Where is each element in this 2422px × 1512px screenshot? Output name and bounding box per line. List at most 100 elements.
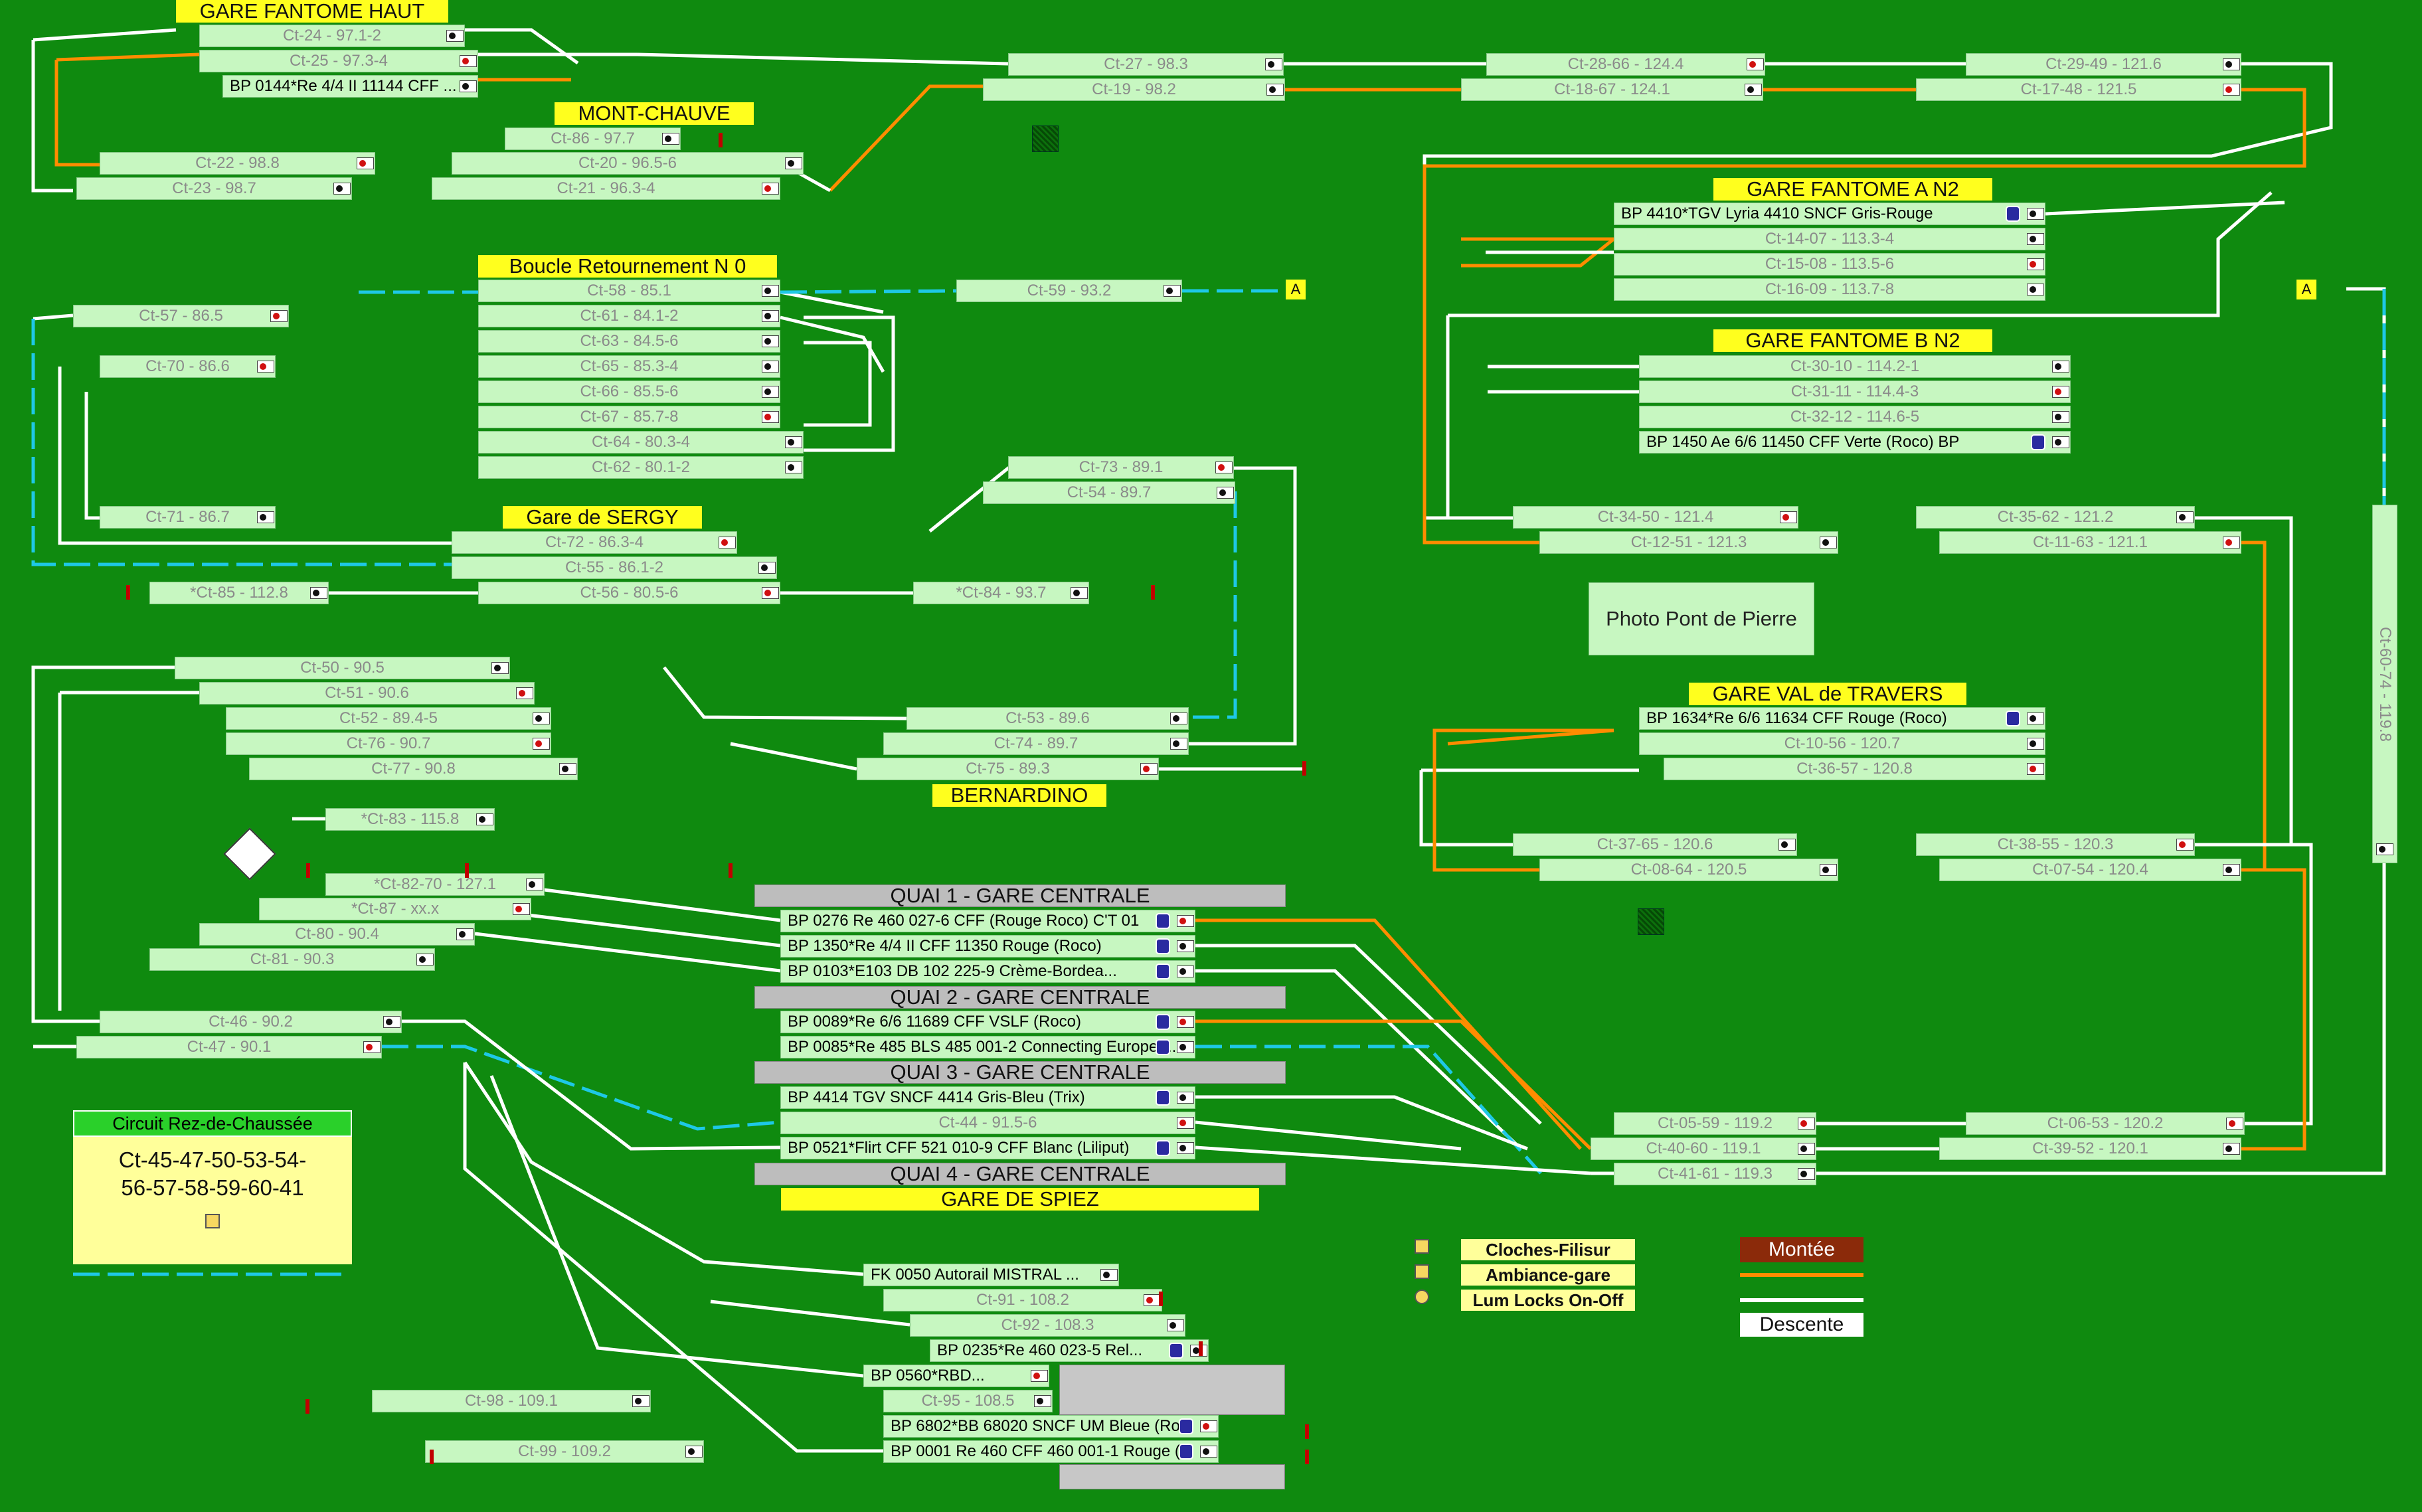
signal-icon[interactable]	[1820, 864, 1837, 876]
track-block[interactable]: Ct-06-53 - 120.2	[1966, 1112, 2245, 1135]
track-block[interactable]: *Ct-83 - 115.8	[325, 808, 495, 831]
track-block[interactable]: Ct-24 - 97.1-2	[199, 25, 465, 47]
marker-a-left[interactable]: A	[1286, 280, 1306, 299]
track-block[interactable]: Ct-63 - 84.5-6	[478, 330, 780, 353]
signal-icon[interactable]	[460, 55, 477, 67]
locomotive-icon[interactable]	[1156, 1140, 1170, 1156]
track-block[interactable]: Ct-23 - 98.7	[76, 177, 352, 200]
track-block[interactable]: Ct-46 - 90.2	[100, 1011, 402, 1033]
signal-icon[interactable]	[1170, 713, 1187, 724]
track-block[interactable]: Ct-37-65 - 120.6	[1513, 833, 1797, 856]
signal-icon[interactable]	[2052, 436, 2069, 448]
track-block[interactable]: Ct-50 - 90.5	[175, 657, 510, 679]
track-block[interactable]: Ct-20 - 96.5-6	[452, 152, 804, 175]
signal-icon[interactable]	[416, 954, 434, 966]
track-block[interactable]: Ct-60-74 - 119.8	[2372, 505, 2397, 863]
track-block[interactable]: Ct-73 - 89.1	[1008, 456, 1234, 479]
signal-icon[interactable]	[762, 335, 779, 347]
signal-icon[interactable]	[2223, 58, 2240, 70]
signal-icon[interactable]	[1144, 1294, 1161, 1306]
track-block[interactable]: Ct-77 - 90.8	[249, 758, 578, 780]
signal-icon[interactable]	[2027, 208, 2044, 220]
track-block[interactable]: Ct-27 - 98.3	[1008, 53, 1284, 76]
track-block[interactable]: Ct-32-12 - 114.6-5	[1639, 406, 2071, 428]
signal-icon[interactable]	[1798, 1168, 1815, 1180]
track-block[interactable]: Ct-75 - 89.3	[857, 758, 1159, 780]
track-block[interactable]: Ct-76 - 90.7	[226, 732, 551, 755]
signal-icon[interactable]	[476, 813, 493, 825]
signal-icon[interactable]	[1100, 1269, 1118, 1281]
locomotive-icon[interactable]	[1179, 1418, 1193, 1434]
locomotive-icon[interactable]	[1179, 1444, 1193, 1460]
locomotive-icon[interactable]	[1156, 1039, 1170, 1055]
signal-icon[interactable]	[270, 310, 288, 322]
track-block[interactable]: *Ct-87 - xx.x	[259, 898, 531, 920]
signal-icon[interactable]	[1177, 1016, 1194, 1028]
signal-icon[interactable]	[491, 662, 509, 674]
occupied-block[interactable]: BP 0521*Flirt CFF 521 010-9 CFF Blanc (L…	[780, 1137, 1195, 1159]
photo-pont-de-pierre-button[interactable]: Photo Pont de Pierre	[1589, 582, 1814, 655]
track-block[interactable]: Ct-57 - 86.5	[73, 305, 289, 327]
signal-icon[interactable]	[2027, 284, 2044, 295]
signal-icon[interactable]	[758, 562, 776, 574]
signal-icon[interactable]	[762, 386, 779, 398]
track-block[interactable]: Ct-56 - 80.5-6	[478, 582, 780, 604]
track-block[interactable]: Ct-14-07 - 113.3-4	[1614, 228, 2045, 250]
signal-icon[interactable]	[363, 1041, 381, 1053]
signal-icon[interactable]	[2223, 84, 2240, 96]
track-block[interactable]: Ct-67 - 85.7-8	[478, 406, 780, 428]
track-block[interactable]: Ct-25 - 97.3-4	[199, 50, 478, 72]
track-block[interactable]: Ct-21 - 96.3-4	[432, 177, 780, 200]
occupied-block[interactable]: BP 0103*E103 DB 102 225-9 Crème-Bordea..…	[780, 960, 1195, 983]
signal-icon[interactable]	[1177, 1092, 1194, 1104]
track-block[interactable]: *Ct-85 - 112.8	[149, 582, 329, 604]
track-block[interactable]: Ct-71 - 86.7	[100, 506, 276, 529]
signal-icon[interactable]	[1167, 1319, 1184, 1331]
signal-icon[interactable]	[1200, 1446, 1217, 1458]
signal-icon[interactable]	[762, 285, 779, 297]
cloches-filisur-button[interactable]: Cloches-Filisur	[1461, 1239, 1635, 1260]
cloches-toggle-icon[interactable]	[1415, 1239, 1429, 1254]
occupied-block[interactable]: BP 1634*Re 6/6 11634 CFF Rouge (Roco)	[1639, 707, 2045, 730]
marker-a-right[interactable]: A	[2296, 280, 2316, 299]
signal-icon[interactable]	[1780, 511, 1797, 523]
signal-icon[interactable]	[1177, 1142, 1194, 1154]
signal-icon[interactable]	[460, 80, 477, 92]
signal-icon[interactable]	[526, 879, 543, 890]
signal-icon[interactable]	[2223, 537, 2240, 548]
track-block[interactable]: Ct-07-54 - 120.4	[1939, 859, 2241, 881]
track-block[interactable]: Ct-22 - 98.8	[100, 152, 375, 175]
signal-icon[interactable]	[257, 511, 274, 523]
track-block[interactable]: Ct-10-56 - 120.7	[1639, 732, 2045, 755]
occupied-block[interactable]: BP 0089*Re 6/6 11689 CFF VSLF (Roco)	[780, 1011, 1195, 1033]
occupied-block[interactable]: BP 4410*TGV Lyria 4410 SNCF Gris-Rouge	[1614, 203, 2045, 225]
track-block[interactable]: Ct-74 - 89.7	[883, 732, 1189, 755]
signal-icon[interactable]	[2052, 411, 2069, 423]
locomotive-icon[interactable]	[1156, 938, 1170, 954]
signal-icon[interactable]	[1798, 1143, 1815, 1155]
signal-icon[interactable]	[257, 361, 274, 373]
signal-icon[interactable]	[762, 183, 779, 195]
signal-icon[interactable]	[516, 687, 533, 699]
signal-icon[interactable]	[1217, 487, 1234, 499]
signal-icon[interactable]	[762, 411, 779, 423]
track-block[interactable]: Ct-05-59 - 119.2	[1614, 1112, 1816, 1135]
track-block[interactable]: Ct-95 - 108.5	[883, 1390, 1053, 1412]
track-block[interactable]: Ct-98 - 109.1	[372, 1390, 651, 1412]
signal-icon[interactable]	[2223, 1143, 2240, 1155]
occupied-block[interactable]: BP 0085*Re 485 BLS 485 001-2 Connecting …	[780, 1036, 1195, 1058]
occupied-block[interactable]: BP 0144*Re 4/4 II 11144 CFF ...	[222, 75, 478, 98]
track-block[interactable]: Ct-72 - 86.3-4	[452, 531, 737, 554]
occupied-block[interactable]: BP 1350*Re 4/4 II CFF 11350 Rouge (Roco)	[780, 935, 1195, 958]
occupied-block[interactable]: BP 6802*BB 68020 SNCF UM Bleue (Ro...	[883, 1415, 1219, 1438]
signal-icon[interactable]	[456, 928, 474, 940]
signal-icon[interactable]	[1071, 587, 1088, 599]
occupied-block[interactable]: BP 0276 Re 460 027-6 CFF (Rouge Roco) C'…	[780, 910, 1195, 932]
ambiance-toggle-icon[interactable]	[1415, 1264, 1429, 1279]
locomotive-icon[interactable]	[1156, 1014, 1170, 1030]
track-block[interactable]: Ct-16-09 - 113.7-8	[1614, 278, 2045, 301]
track-block[interactable]: Ct-08-64 - 120.5	[1539, 859, 1838, 881]
occupied-block[interactable]: BP 1450 Ae 6/6 11450 CFF Verte (Roco) BP	[1639, 431, 2071, 454]
signal-icon[interactable]	[1177, 915, 1194, 927]
signal-icon[interactable]	[357, 157, 374, 169]
